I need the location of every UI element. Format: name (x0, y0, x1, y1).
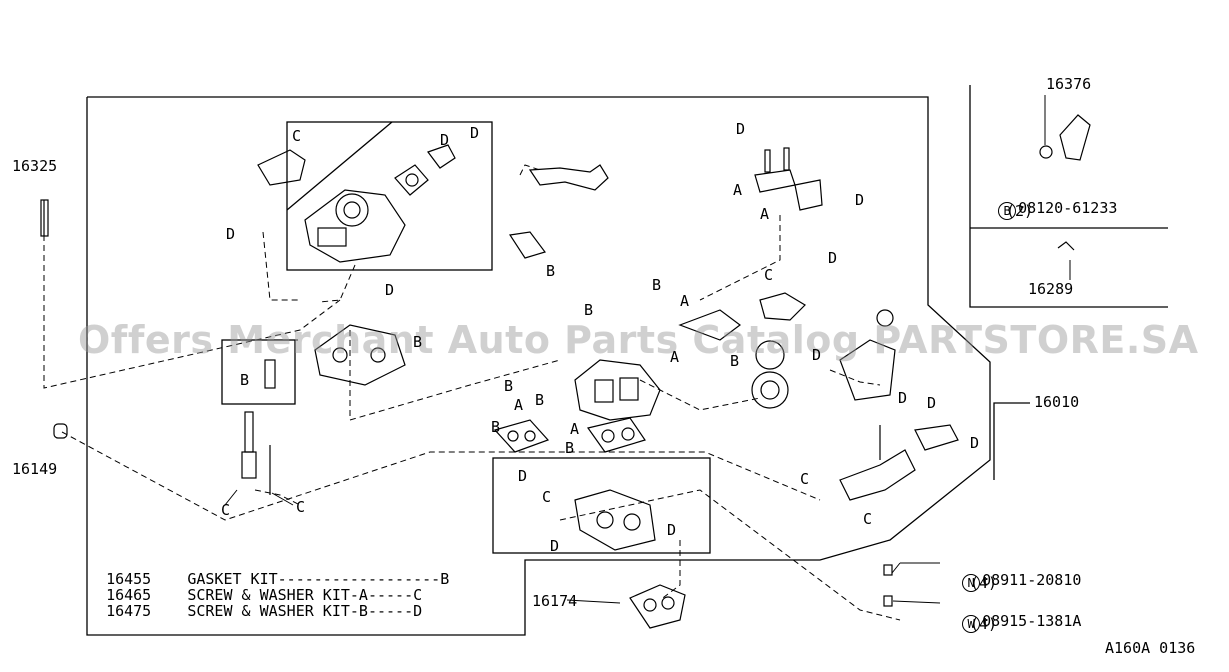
callout-letter-d[interactable]: D (667, 521, 677, 539)
throttle-detail-box (492, 457, 711, 554)
callout-letter-b[interactable]: B (240, 371, 250, 389)
callout-letter-d[interactable]: D (812, 346, 822, 364)
callout-letter-d[interactable]: D (855, 191, 865, 209)
callout-letter-b[interactable]: B (491, 418, 501, 436)
nut-part-number: 08911-20810 (982, 571, 1082, 589)
leader-16149 (61, 431, 821, 521)
kit-legend-row-screw-b[interactable]: 16475 SCREW & WASHER KIT-B-----D (88, 589, 422, 619)
callout-letter-a[interactable]: A (680, 292, 690, 310)
washer-part-number: 08915-1381A (982, 612, 1082, 630)
callout-letter-b[interactable]: B (584, 301, 594, 319)
callout-letter-a[interactable]: A (733, 181, 743, 199)
leader-16174 (659, 540, 681, 601)
leader-16325 (43, 235, 341, 389)
part-label-16325[interactable]: 16325 (12, 157, 58, 175)
bolt-part-number: 08120-61233 (1018, 199, 1118, 217)
callout-letter-d[interactable]: D (385, 281, 395, 299)
callout-letter-a[interactable]: A (514, 396, 524, 414)
watermark-text: Offers Merchant Auto Parts Catalog PARTS… (78, 318, 1199, 362)
callout-letter-b[interactable]: B (652, 276, 662, 294)
main-assembly-frame (86, 96, 991, 636)
kit-leader: ----- (367, 586, 414, 604)
callout-letter-a[interactable]: A (570, 420, 580, 438)
callout-letter-d[interactable]: D (550, 537, 560, 555)
kit-leader: ----- (367, 602, 414, 620)
callout-letter-d[interactable]: D (927, 394, 937, 412)
kit-number: 16455 (106, 570, 152, 588)
part-label-16174[interactable]: 16174 (532, 592, 578, 610)
kit-name: SCREW & WASHER KIT-A (187, 586, 368, 604)
callout-letter-b[interactable]: B (413, 333, 423, 351)
kit-letter: B (440, 570, 450, 588)
callout-letter-b[interactable]: B (546, 262, 556, 280)
callout-letter-b[interactable]: B (730, 352, 740, 370)
callout-letter-a[interactable]: A (760, 205, 770, 223)
part-label-16289[interactable]: 16289 (1028, 280, 1074, 298)
callout-letter-d[interactable]: D (736, 120, 746, 138)
callout-letter-d[interactable]: D (970, 434, 980, 452)
washer-prefix-badge: W (962, 615, 981, 633)
bolt-quantity: (2) (1006, 202, 1034, 220)
nut-prefix-badge: N (962, 574, 981, 592)
callout-letter-c[interactable]: C (296, 498, 306, 516)
kit-number: 16465 (106, 586, 152, 604)
kit-name: SCREW & WASHER KIT-B (187, 602, 368, 620)
kit-leader: ------------------ (277, 570, 441, 588)
callout-letter-d[interactable]: D (828, 249, 838, 267)
callout-letter-b[interactable]: B (535, 391, 545, 409)
leader-center-rod (349, 330, 561, 421)
kit-number: 16475 (106, 602, 152, 620)
callout-letter-c[interactable]: C (863, 510, 873, 528)
leader-16010 (993, 402, 1030, 480)
callout-letter-d[interactable]: D (470, 124, 480, 142)
callout-letter-c[interactable]: C (800, 470, 810, 488)
callout-letter-c[interactable]: C (542, 488, 552, 506)
kit-name: GASKET KIT (187, 570, 278, 588)
callout-letter-d[interactable]: D (440, 131, 450, 149)
kit-legend-row-screw-a[interactable]: 16465 SCREW & WASHER KIT-A-----C (88, 573, 422, 603)
part-label-16376[interactable]: 16376 (1046, 75, 1092, 93)
upper-detail-box (286, 121, 493, 271)
kit-letter: D (413, 602, 423, 620)
part-label-16010[interactable]: 16010 (1034, 393, 1080, 411)
callout-letter-d[interactable]: D (898, 389, 908, 407)
leader-throttle (559, 489, 901, 621)
washer-quantity: (4) (970, 615, 998, 633)
callout-letter-a[interactable]: A (670, 348, 680, 366)
part-label-16149[interactable]: 16149 (12, 460, 58, 478)
bolt-prefix-badge: B (998, 202, 1017, 220)
callout-letter-b[interactable]: B (504, 377, 514, 395)
inset-panel-frame (969, 85, 1168, 308)
diagram-code: A160A 0136 (1105, 639, 1196, 657)
callout-letter-c[interactable]: C (292, 127, 302, 145)
callout-letter-c[interactable]: C (764, 266, 774, 284)
callout-letter-c[interactable]: C (221, 501, 231, 519)
needle-detail-box (221, 339, 296, 405)
callout-letter-b[interactable]: B (565, 439, 575, 457)
callout-letter-d[interactable]: D (226, 225, 236, 243)
nut-quantity: (4) (970, 574, 998, 592)
kit-letter: C (413, 586, 423, 604)
kit-legend-row-gasket[interactable]: 16455 GASKET KIT------------------B (88, 557, 449, 587)
callout-letter-d[interactable]: D (518, 467, 528, 485)
